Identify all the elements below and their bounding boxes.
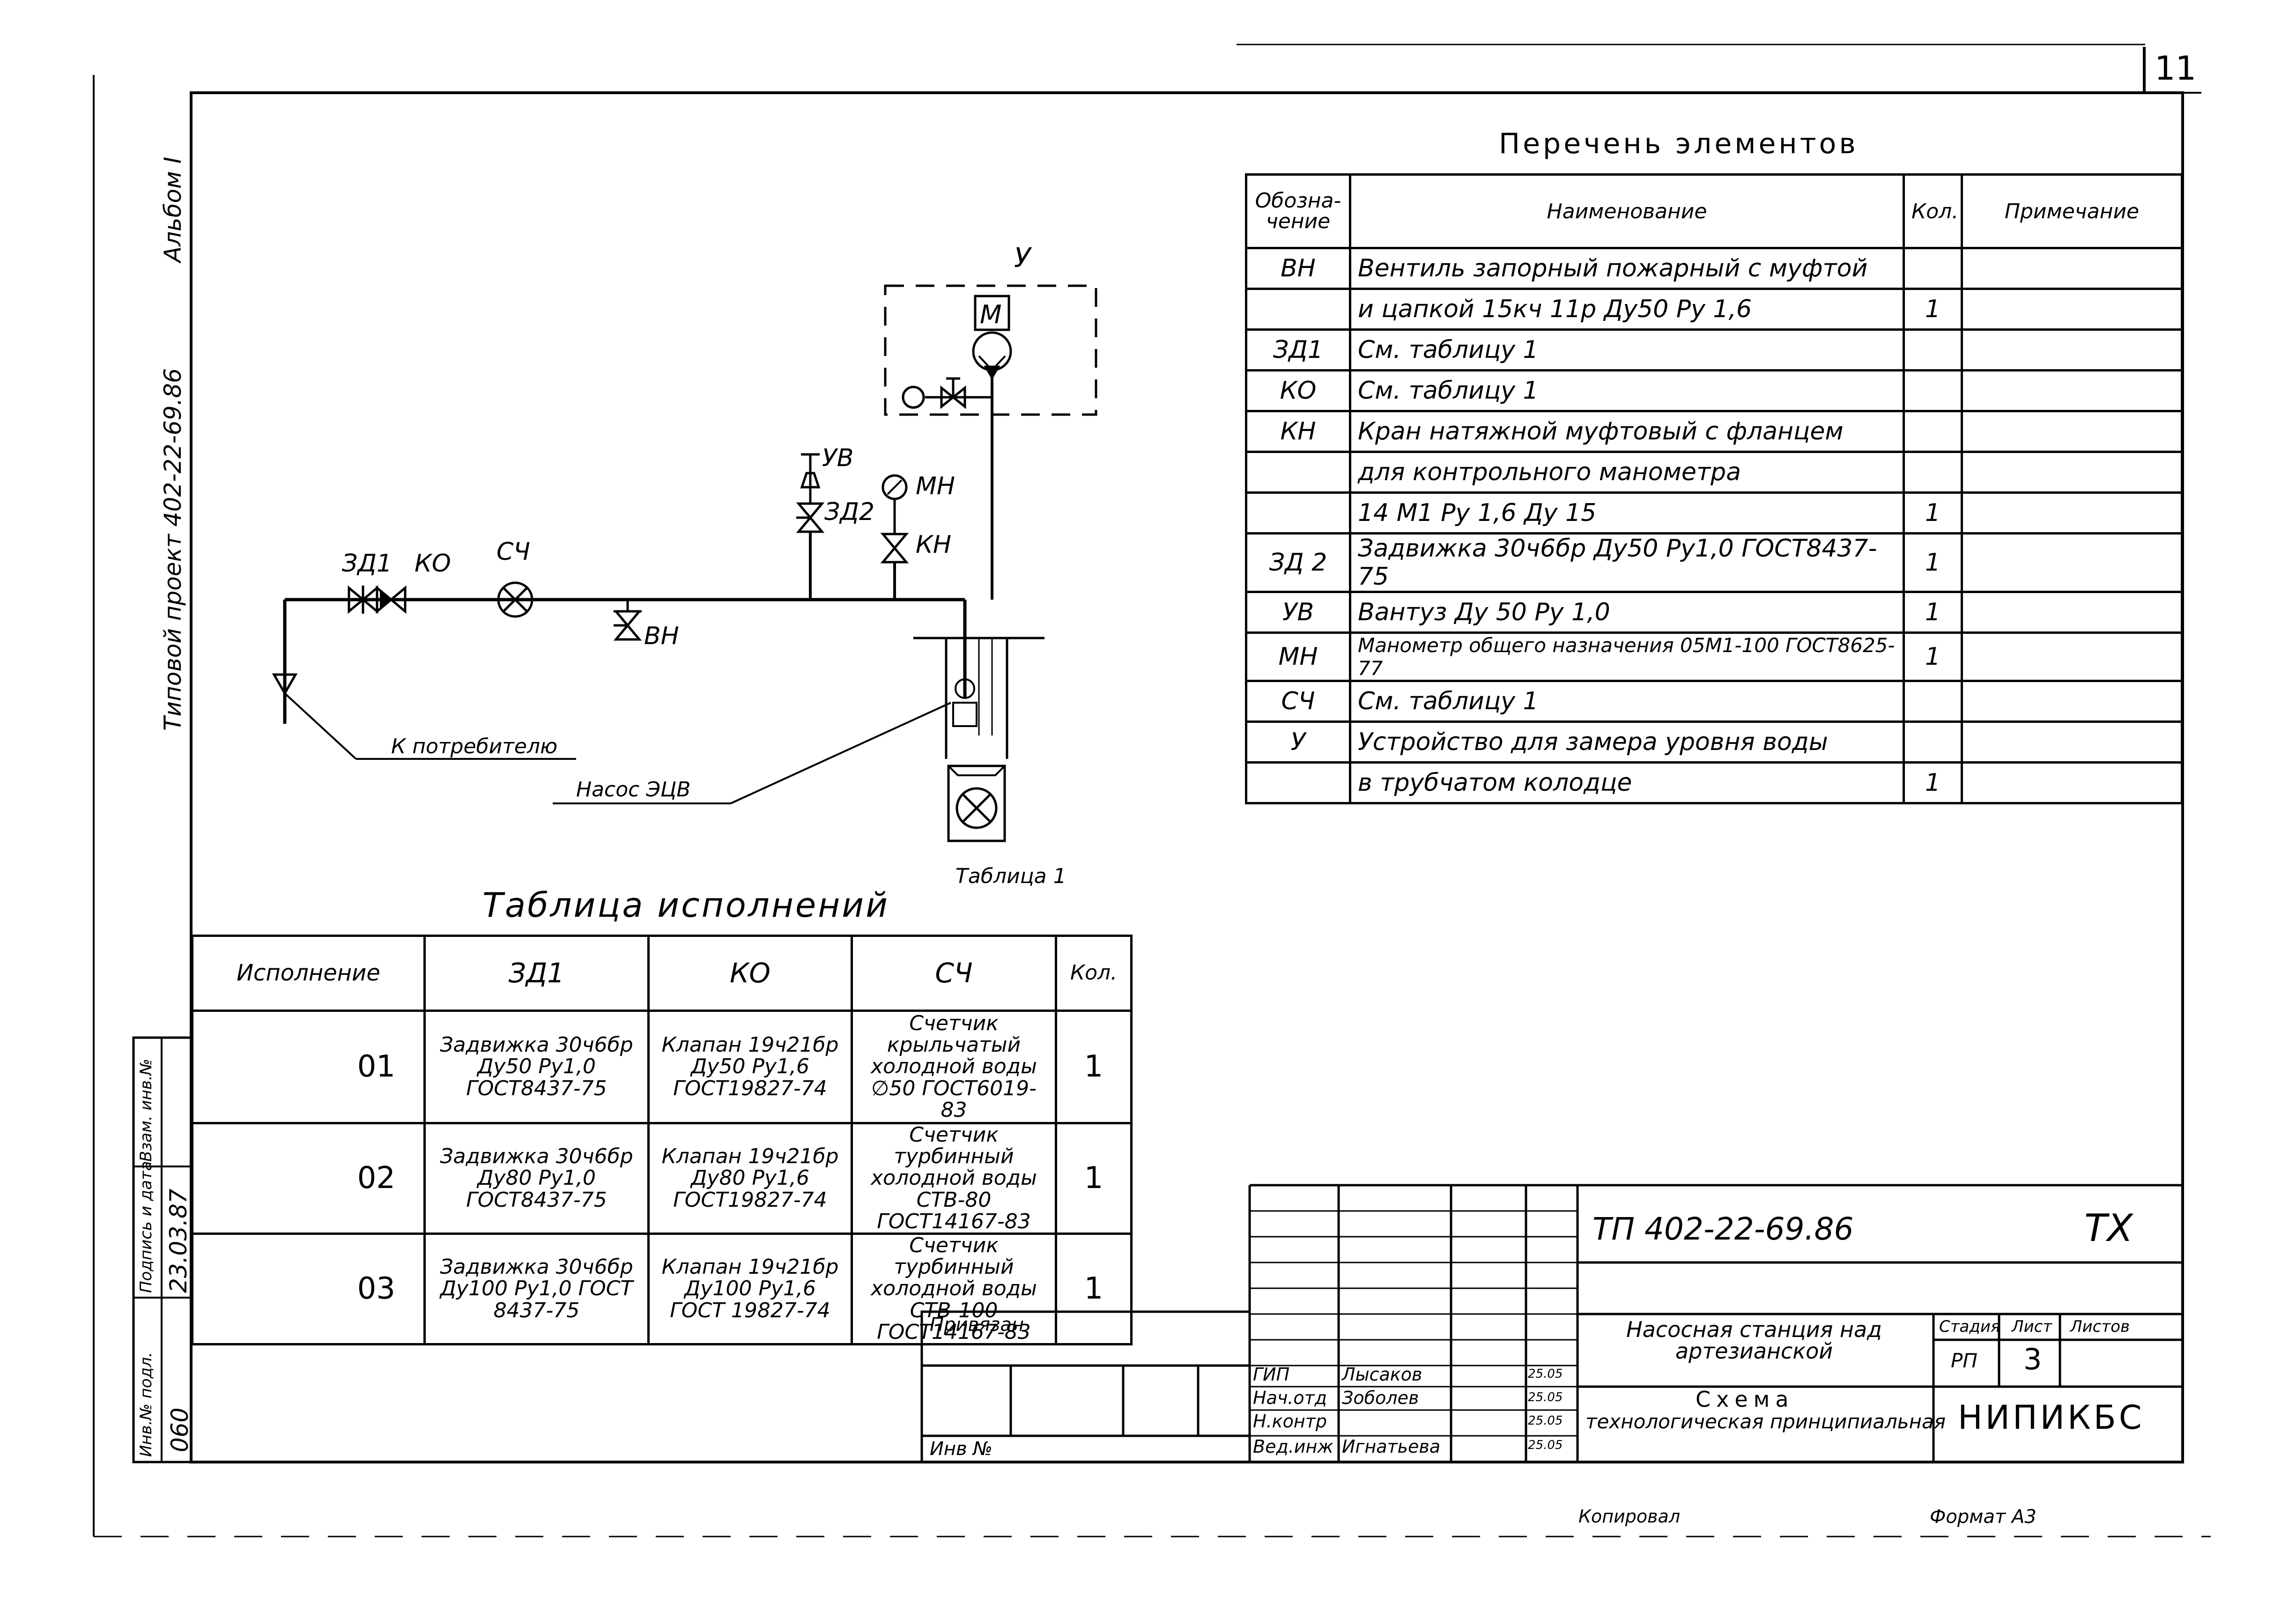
inv-no-label: Инв № — [930, 1438, 992, 1460]
date-n-kontr: 25.05 — [1528, 1414, 1563, 1428]
header-zd1: ЗД1 — [423, 935, 650, 1012]
svg-text:М: М — [980, 300, 1002, 329]
variants-header-row: Исполнение ЗД1 КО СЧ Кол. — [191, 935, 1133, 1012]
header-ko: КО — [647, 935, 853, 1012]
stage-value: РП — [1951, 1349, 1978, 1372]
svg-text:ЗД2: ЗД2 — [824, 498, 874, 526]
role-ved-inzh: Вед.инж — [1253, 1436, 1333, 1457]
header-qty: Кол. — [1055, 935, 1133, 1012]
name-gip: Лысаков — [1342, 1364, 1422, 1385]
copied-label: Копировал — [1578, 1506, 1681, 1527]
label-u: У — [1014, 242, 1032, 274]
drawing-name-1: Схема — [1696, 1387, 1794, 1412]
svg-text:КН: КН — [916, 531, 951, 559]
table-row: 03 Задвижка 30ч6бр Ду100 Ру1,0 ГОСТ 8437… — [191, 1232, 1133, 1345]
date-ved-inzh: 25.05 — [1528, 1438, 1563, 1452]
svg-text:КО: КО — [415, 550, 451, 578]
svg-text:Насос ЭЦВ: Насос ЭЦВ — [576, 778, 690, 802]
header-designation: Обозна- чение — [1245, 173, 1351, 249]
svg-text:ВН: ВН — [644, 622, 679, 650]
sheet-label: Лист — [2012, 1317, 2052, 1336]
object-name: Насосная станция над артезианской — [1626, 1317, 1882, 1364]
elements-table: Обозна- чение Наименование Кол. Примечан… — [1245, 173, 2183, 804]
table-row: для контрольного манометра — [1245, 451, 2183, 494]
sheet-number: 11 — [2155, 49, 2197, 88]
svg-text:МН: МН — [916, 472, 955, 500]
date-nach-otd: 25.05 — [1528, 1390, 1563, 1404]
drawing-name-2: технологическая принципиальная — [1585, 1410, 1946, 1433]
header-note: Примечание — [1961, 173, 2183, 249]
elements-header-row: Обозна- чение Наименование Кол. Примечан… — [1245, 173, 2183, 249]
header-qty: Кол. — [1903, 173, 1963, 249]
stage-label: Стадия — [1939, 1317, 2000, 1336]
table-row: 01 Задвижка 30ч6бр Ду50 Ру1,0 ГОСТ8437-7… — [191, 1010, 1133, 1124]
elements-title: Перечень элементов — [1499, 127, 1859, 160]
role-n-kontr: Н.контр — [1253, 1411, 1327, 1432]
svg-text:Таблица 1: Таблица 1 — [955, 864, 1067, 888]
title-code-suffix: ТХ — [2084, 1206, 2133, 1250]
role-gip: ГИП — [1253, 1364, 1290, 1385]
variants-table: Исполнение ЗД1 КО СЧ Кол. 01 Задвижка 30… — [191, 935, 1133, 1345]
table-row: 02 Задвижка 30ч6бр Ду80 Ру1,0 ГОСТ8437-7… — [191, 1122, 1133, 1235]
svg-text:УВ: УВ — [822, 444, 853, 472]
sheets-label: Листов — [2070, 1317, 2130, 1336]
svg-text:СЧ: СЧ — [496, 538, 530, 566]
date-gip: 25.05 — [1528, 1367, 1563, 1381]
svg-text:ЗД1: ЗД1 — [342, 550, 392, 578]
org-name: НИПИКБС — [1958, 1398, 2145, 1437]
name-ved-inzh: Игнатьева — [1342, 1436, 1441, 1457]
svg-text:К потребителю: К потребителю — [391, 735, 557, 758]
title-code: ТП 402-22-69.86 — [1592, 1211, 1854, 1247]
name-nach-otd: Зоболев — [1342, 1388, 1419, 1408]
header-sch: СЧ — [851, 935, 1057, 1012]
header-name: Наименование — [1349, 173, 1905, 249]
sheet-value: 3 — [2023, 1342, 2042, 1376]
header-variant: Исполнение — [191, 935, 426, 1012]
format-label: Формат А3 — [1930, 1506, 2037, 1528]
role-nach-otd: Нач.отд — [1253, 1388, 1327, 1408]
privyazan-label: Привязан — [930, 1314, 1024, 1336]
variants-title: Таблица исполнений — [482, 885, 889, 925]
